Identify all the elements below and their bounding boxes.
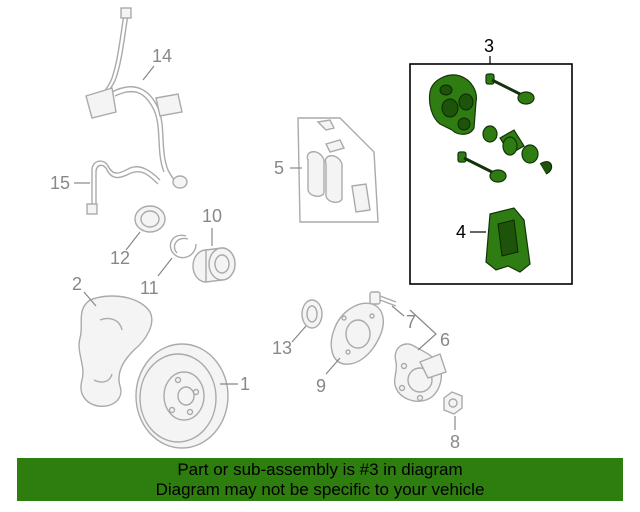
- info-banner: Part or sub-assembly is #3 in diagram Di…: [17, 458, 623, 501]
- callout-1: 1: [240, 374, 250, 394]
- part-7-hub-bolt[interactable]: [369, 291, 397, 307]
- part-9-backing-plate[interactable]: [330, 302, 384, 365]
- callout-14: 14: [152, 46, 172, 66]
- callout-3: 3: [484, 36, 494, 56]
- callout-13: 13: [272, 338, 292, 358]
- part-5-brake-pads[interactable]: [297, 117, 379, 223]
- part-8-lug-nut[interactable]: [443, 391, 463, 415]
- callout-9: 9: [316, 376, 326, 396]
- callout-15: 15: [50, 173, 70, 193]
- callout-5: 5: [274, 158, 284, 178]
- part-14-abs-sensor[interactable]: [85, 7, 188, 189]
- part-10-bearing[interactable]: [192, 247, 236, 283]
- part-3-caliper-assembly[interactable]: [428, 73, 553, 183]
- callout-12: 12: [110, 248, 130, 268]
- parts-diagram: 14 15 12 11 10 2: [50, 7, 573, 452]
- banner-line-2: Diagram may not be specific to your vehi…: [155, 480, 485, 499]
- part-15-brake-hose[interactable]: [86, 160, 161, 215]
- part-4-caliper-bracket[interactable]: [485, 207, 531, 273]
- callout-4: 4: [456, 222, 466, 242]
- callout-11: 11: [140, 278, 159, 298]
- banner-line-1: Part or sub-assembly is #3 in diagram: [177, 460, 463, 479]
- part-3-highlight-frame: [409, 63, 573, 285]
- callout-6: 6: [440, 330, 450, 350]
- part-6-wheel-hub[interactable]: [393, 343, 447, 402]
- part-11-snap-ring[interactable]: [169, 234, 197, 259]
- part-13-seal[interactable]: [301, 299, 323, 329]
- callout-2: 2: [72, 274, 82, 294]
- callout-7: 7: [406, 312, 416, 332]
- part-1-rotor[interactable]: [135, 343, 229, 449]
- callout-10: 10: [202, 206, 222, 226]
- callout-8: 8: [450, 432, 460, 452]
- part-12-seal[interactable]: [134, 205, 166, 233]
- part-2-dust-shield[interactable]: [78, 295, 153, 407]
